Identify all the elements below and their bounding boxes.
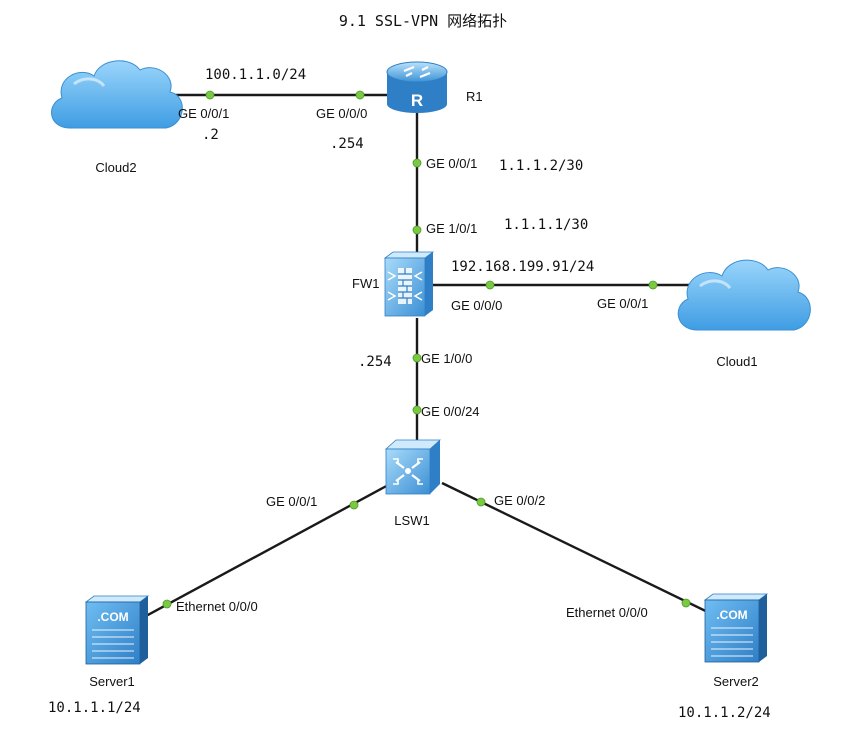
- server1-icon[interactable]: .COM: [84, 595, 150, 665]
- lsw1-ge0024-label: GE 0/0/24: [421, 404, 480, 419]
- server2-icon[interactable]: .COM: [703, 593, 769, 663]
- fw1-ge000-ip: 192.168.199.91/24: [451, 259, 594, 275]
- fw1-ge100-label: GE 1/0/0: [421, 351, 472, 366]
- port-r1-ge001: [412, 158, 422, 168]
- cloud2-port-label: GE 0/0/1: [178, 106, 229, 121]
- server1-eth-label: Ethernet 0/0/0: [176, 599, 258, 614]
- cloud2-label: Cloud2: [95, 160, 136, 175]
- port-cloud2-ge001: [205, 90, 215, 100]
- cloud2-r1-subnet: 100.1.1.0/24: [205, 67, 306, 83]
- r1-ge000-host: .254: [330, 136, 364, 152]
- cloud1-label: Cloud1: [716, 354, 757, 369]
- diagram-title: 9.1 SSL-VPN 网络拓扑: [339, 12, 507, 30]
- port-lsw1-ge001: [349, 500, 359, 510]
- fw1-ge101-ip: 1.1.1.1/30: [504, 217, 588, 233]
- cloud1-port-label: GE 0/0/1: [597, 296, 648, 311]
- cloud2-icon[interactable]: [51, 60, 183, 129]
- lsw1-ge001-label: GE 0/0/1: [266, 494, 317, 509]
- server2-label: Server2: [713, 674, 759, 689]
- server2-badge: .COM: [716, 608, 747, 622]
- port-fw1-ge000: [485, 280, 495, 290]
- port-fw1-ge100: [412, 353, 422, 363]
- switch-icon[interactable]: [384, 439, 442, 495]
- r1-ge001-label: GE 0/0/1: [426, 156, 477, 171]
- r1-ge001-ip: 1.1.1.2/30: [499, 158, 583, 174]
- svg-text:R: R: [411, 91, 423, 110]
- lsw1-ge002-label: GE 0/0/2: [494, 493, 545, 508]
- server2-eth-label: Ethernet 0/0/0: [566, 605, 648, 620]
- port-lsw1-ge0024: [412, 405, 422, 415]
- r1-label: R1: [466, 89, 483, 104]
- server1-label: Server1: [89, 674, 135, 689]
- port-fw1-ge101: [412, 225, 422, 235]
- server2-ip: 10.1.1.2/24: [678, 705, 771, 721]
- server1-badge: .COM: [97, 610, 128, 624]
- port-r1-ge000: [355, 90, 365, 100]
- port-server2-eth: [681, 598, 691, 608]
- fw1-ge101-label: GE 1/0/1: [426, 221, 477, 236]
- server1-ip: 10.1.1.1/24: [48, 700, 141, 716]
- firewall-icon[interactable]: [383, 251, 435, 317]
- cloud1-icon[interactable]: [677, 259, 811, 331]
- link-lsw1-server2: [441, 481, 721, 620]
- lsw1-label: LSW1: [394, 513, 429, 528]
- port-lsw1-ge002: [476, 497, 486, 507]
- cloud2-host-label: .2: [202, 127, 219, 143]
- fw1-ge000-label: GE 0/0/0: [451, 298, 502, 313]
- fw1-ge100-host: .254: [358, 354, 392, 370]
- router-icon[interactable]: R: [386, 61, 448, 113]
- port-server1-eth: [162, 599, 172, 609]
- port-cloud1-ge001: [648, 280, 658, 290]
- r1-ge000-label: GE 0/0/0: [316, 106, 367, 121]
- fw1-label: FW1: [352, 276, 379, 291]
